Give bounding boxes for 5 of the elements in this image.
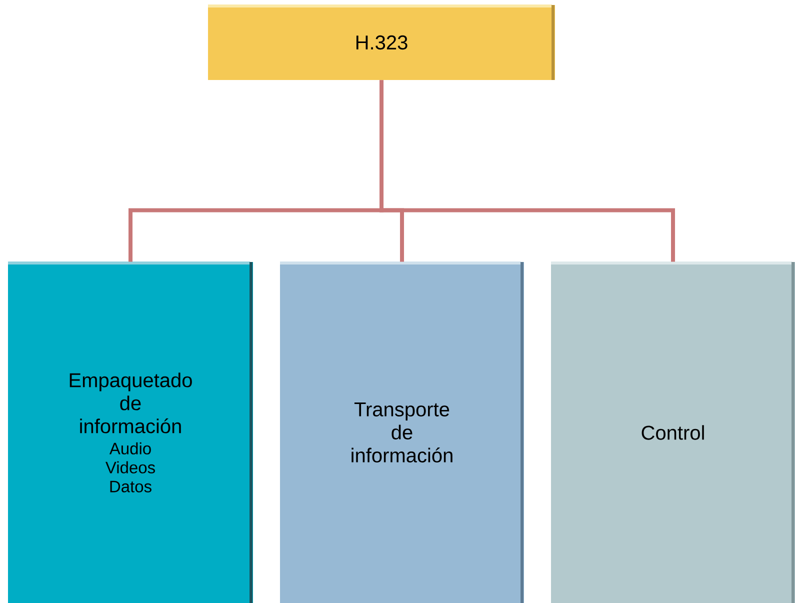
category-box: Control — [551, 262, 795, 603]
title-box: H.323 — [208, 4, 555, 80]
category-box: Transporte de información — [280, 262, 524, 603]
category-box: Empaquetado de información Audio Videos Datos — [8, 262, 253, 603]
connector-line — [380, 80, 675, 262]
